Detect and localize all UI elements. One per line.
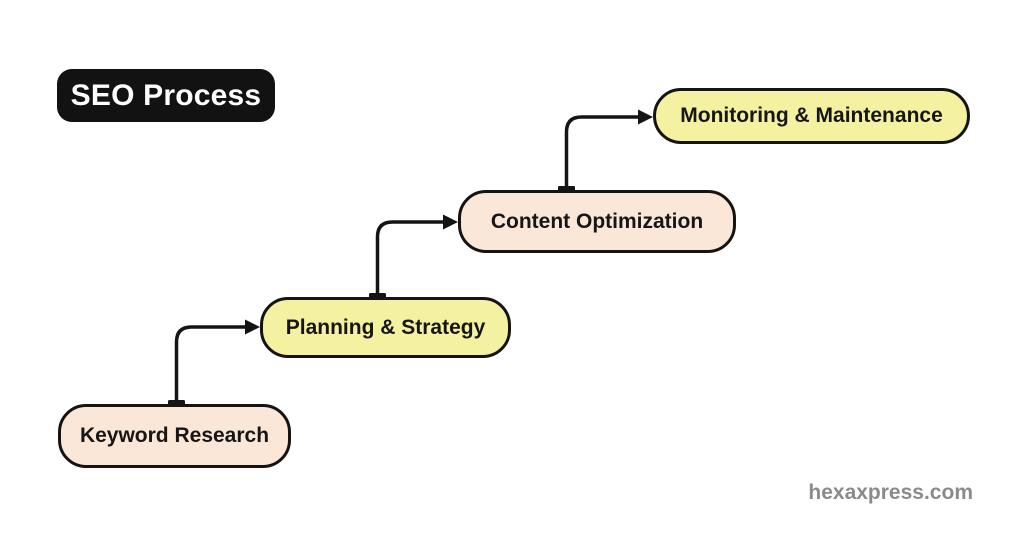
watermark-text: hexaxpress.com	[808, 481, 973, 504]
connector-line-3	[564, 115, 641, 192]
connector-line-2	[375, 220, 446, 299]
step-planning-strategy: Planning & Strategy	[260, 297, 511, 358]
diagram-title: SEO Process	[57, 69, 275, 122]
connector-line-1	[174, 325, 248, 406]
connector-arrow-2	[369, 214, 458, 300]
connector-arrowhead-1	[245, 319, 260, 335]
step-keyword-research: Keyword Research	[58, 404, 291, 468]
step-content-optimization: Content Optimization	[458, 190, 736, 253]
connector-arrowhead-3	[638, 109, 653, 125]
connector-arrow-3	[558, 109, 653, 193]
connector-arrowhead-2	[443, 214, 458, 230]
connector-arrow-1	[168, 319, 260, 407]
step-monitoring-maintenance: Monitoring & Maintenance	[653, 88, 970, 144]
